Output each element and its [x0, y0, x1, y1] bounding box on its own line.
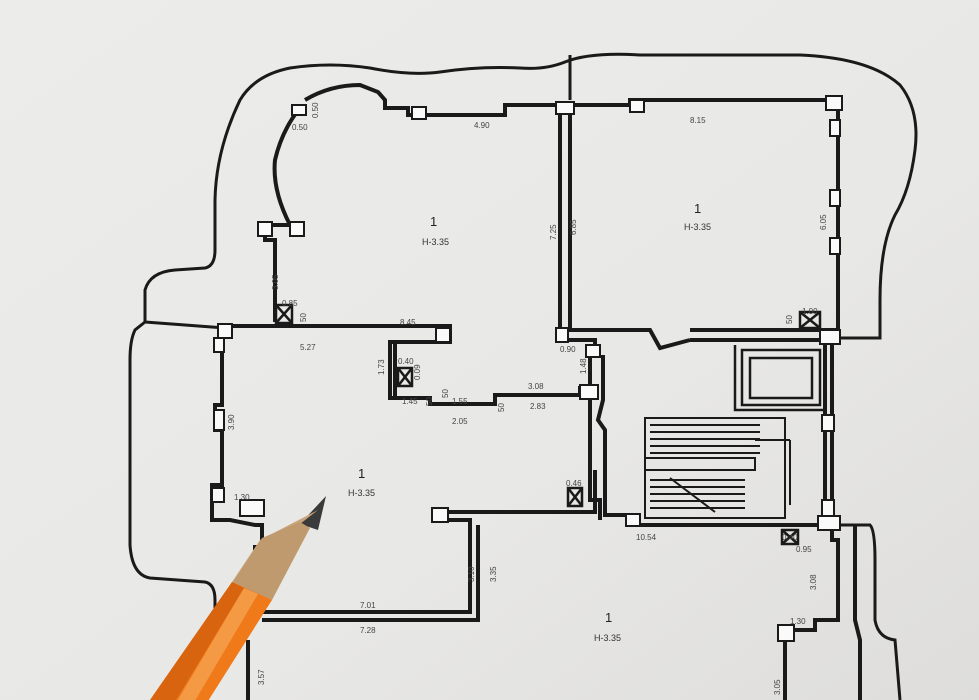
- dimension-label: 50: [441, 389, 450, 398]
- dimension-label: 3.90: [227, 414, 236, 430]
- wall-bottom-right-right: [853, 525, 862, 700]
- outer-contour-left: [128, 320, 217, 620]
- dimension-label: 7.25: [549, 224, 558, 240]
- dimension-label: 0.09: [413, 364, 422, 380]
- dimension-label: 3.05: [773, 679, 782, 695]
- dimension-label: 0.85: [282, 299, 298, 308]
- dimension-label: 1.30: [790, 617, 806, 626]
- dimension-label: 3.57: [257, 669, 266, 685]
- ventilation-crosses: [274, 303, 822, 546]
- wall-stair-core-inner: [733, 345, 825, 412]
- dimension-label: 50: [497, 403, 506, 412]
- dimension-label: 1.48: [579, 358, 588, 374]
- wall-top-right-inner-left: [568, 110, 691, 351]
- outer-contour-right: [838, 523, 902, 700]
- dimension-label: 3.10: [467, 566, 476, 582]
- ventilation-shaft-inner: [748, 356, 814, 400]
- dimension-label: 7.01: [360, 601, 376, 610]
- dimension-label: 1.00: [802, 307, 818, 316]
- staircase-icon: [644, 417, 791, 519]
- room-number: 1: [694, 201, 701, 216]
- room-number: 1: [430, 214, 437, 229]
- outer-contour-divider-left: [144, 320, 226, 330]
- ventilation-shaft-icon: [740, 348, 822, 407]
- dimension-label: 2.83: [530, 402, 546, 411]
- dimension-label: 0.50: [292, 123, 308, 132]
- dimension-label: 1.45: [402, 397, 418, 406]
- dimension-label: 7.28: [360, 626, 376, 635]
- outer-contour: [143, 52, 918, 340]
- wall-middle-left-room: [210, 328, 264, 545]
- dimension-label: 4.90: [474, 121, 490, 130]
- dimension-label: 50: [785, 315, 794, 324]
- pencil-icon: [150, 496, 326, 700]
- room-number: 1: [358, 466, 365, 481]
- dimension-label: 0.40: [782, 533, 798, 542]
- dimension-label: 3.08: [809, 574, 818, 590]
- dimension-label: 0.90: [560, 345, 576, 354]
- dimension-label: 1.30: [234, 493, 250, 502]
- room-height: H-3.35: [684, 222, 711, 232]
- dimension-label: 1.55: [452, 397, 468, 406]
- dimension-label: 3.05: [271, 274, 280, 290]
- dimension-label: 6.05: [819, 214, 828, 230]
- wall-top-left-top: [303, 82, 560, 117]
- wall-middle-left-lower-inner: [262, 525, 480, 622]
- room-number: 1: [605, 610, 612, 625]
- dimension-labels: 0.50 0.50 4.90 8.15 7.25 6.85 6.05 3.05 …: [227, 102, 828, 695]
- dimension-label: 3.08: [528, 382, 544, 391]
- dimension-label: 0.95: [796, 545, 812, 554]
- dimension-label: 0.46: [566, 479, 582, 488]
- room-height: H-3.35: [422, 237, 449, 247]
- column-markers: [211, 95, 843, 642]
- wall-stair-core: [595, 345, 827, 527]
- dimension-label: 6.85: [569, 219, 578, 235]
- dimension-label: 1.73: [377, 359, 386, 375]
- dimension-label: 2.05: [452, 417, 468, 426]
- dimension-label: 8.45: [400, 318, 416, 327]
- wall-center-vertical: [588, 350, 602, 520]
- dimension-label: 8.15: [690, 116, 706, 125]
- room-height: H-3.35: [594, 633, 621, 643]
- dimension-label: 50: [425, 397, 434, 406]
- dimension-label: 3.35: [489, 566, 498, 582]
- dimension-label: 0.40: [398, 357, 414, 366]
- dimension-label: 5.27: [300, 343, 316, 352]
- wall-middle-left-lower: [253, 470, 597, 614]
- dimension-label: 10.54: [636, 533, 657, 542]
- dimension-label: 0.50: [311, 102, 320, 118]
- wall-top-right-top: [575, 98, 840, 330]
- dimension-label: 50: [299, 313, 308, 322]
- room-height: H-3.35: [348, 488, 375, 498]
